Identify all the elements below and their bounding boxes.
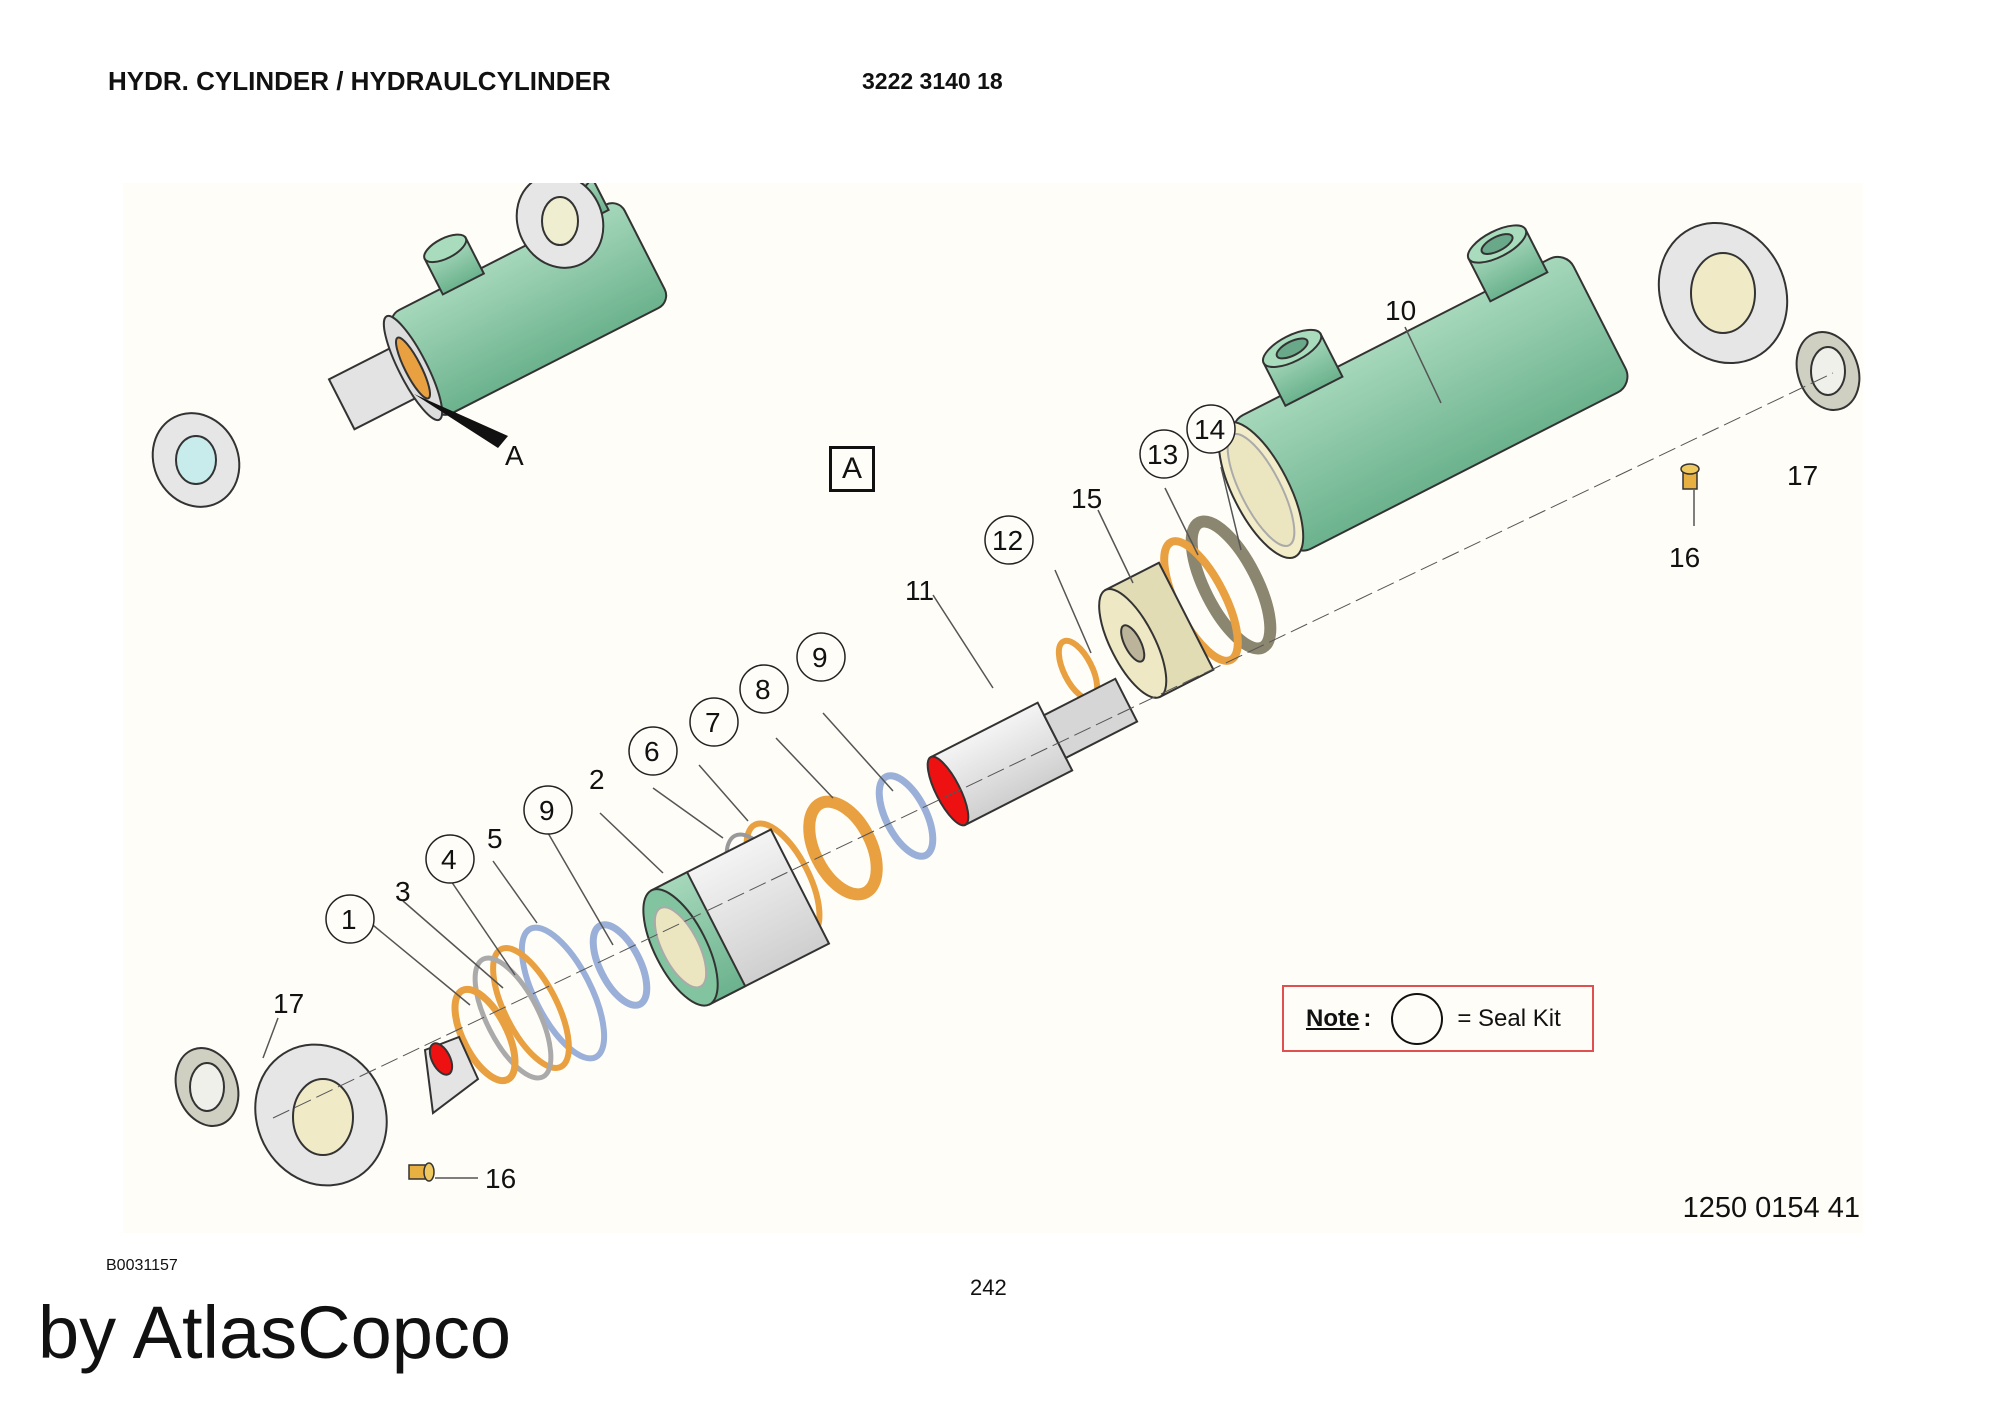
callout-12: 12 bbox=[992, 525, 1023, 556]
view-marker-label: A bbox=[505, 440, 524, 471]
brand-label: by AtlasCopco bbox=[38, 1291, 512, 1374]
drawing-number: 1250 0154 41 bbox=[1682, 1192, 1860, 1224]
callout-14: 14 bbox=[1194, 414, 1225, 445]
note-text: = Seal Kit bbox=[1457, 1004, 1561, 1032]
callout-9-right: 9 bbox=[812, 642, 828, 673]
view-a-label: A bbox=[841, 452, 862, 485]
callout-10: 10 bbox=[1385, 295, 1416, 326]
overview-cylinder bbox=[151, 183, 668, 508]
callout-2: 2 bbox=[589, 764, 605, 795]
cylinder-drawing: A bbox=[151, 183, 1861, 1194]
page-number: 242 bbox=[970, 1275, 1007, 1300]
callout-7: 7 bbox=[705, 707, 721, 738]
seal-kit-circle-icon bbox=[1391, 992, 1444, 1045]
callout-5: 5 bbox=[487, 823, 503, 854]
grease-nipple-right bbox=[1680, 463, 1700, 490]
callout-8: 8 bbox=[755, 674, 771, 705]
callout-17-right: 17 bbox=[1787, 460, 1818, 491]
o-ring-1 bbox=[451, 985, 519, 1085]
seal-ring-14 bbox=[1185, 515, 1277, 655]
note-label: Note bbox=[1306, 1004, 1360, 1032]
document-code: B0031157 bbox=[106, 1257, 178, 1274]
note-colon: : bbox=[1363, 1004, 1372, 1032]
view-a-box: A bbox=[829, 446, 875, 492]
center-axis bbox=[272, 372, 1834, 1119]
retaining-ring-3 bbox=[472, 955, 554, 1081]
callout-6: 6 bbox=[644, 736, 660, 767]
seal-kit-circles bbox=[325, 404, 1236, 944]
cylinder-head-2 bbox=[642, 828, 831, 1007]
piston-15 bbox=[1098, 561, 1215, 699]
grease-nipple-left bbox=[408, 1162, 435, 1182]
callout-17-left: 17 bbox=[273, 988, 304, 1019]
callout-13: 13 bbox=[1147, 439, 1178, 470]
callout-3: 3 bbox=[395, 876, 411, 907]
callout-16-left: 16 bbox=[485, 1163, 516, 1194]
callout-labels: 1 3 4 5 9 2 6 7 8 9 11 12 15 13 14 10 17… bbox=[273, 295, 1818, 1194]
callout-9-left: 9 bbox=[539, 795, 555, 826]
callout-4: 4 bbox=[441, 844, 457, 875]
wiper-ring-9-left bbox=[589, 921, 651, 1009]
callout-16-right: 16 bbox=[1669, 542, 1700, 573]
note-box: Note : = Seal Kit bbox=[1282, 985, 1594, 1052]
cylinder-barrel bbox=[1217, 221, 1861, 560]
part-number: 3222 3140 18 bbox=[862, 68, 1003, 94]
exploded-view-panel: A bbox=[123, 183, 1863, 1233]
piston-rod-11 bbox=[926, 677, 1139, 827]
callout-1: 1 bbox=[341, 904, 357, 935]
callout-15: 15 bbox=[1071, 483, 1102, 514]
page-title: HYDR. CYLINDER / HYDRAULCYLINDER bbox=[108, 66, 611, 96]
leader-lines bbox=[262, 326, 1695, 1179]
seal-ring-4 bbox=[490, 945, 572, 1071]
callout-11: 11 bbox=[905, 575, 934, 606]
seal-ring-8 bbox=[803, 795, 883, 901]
